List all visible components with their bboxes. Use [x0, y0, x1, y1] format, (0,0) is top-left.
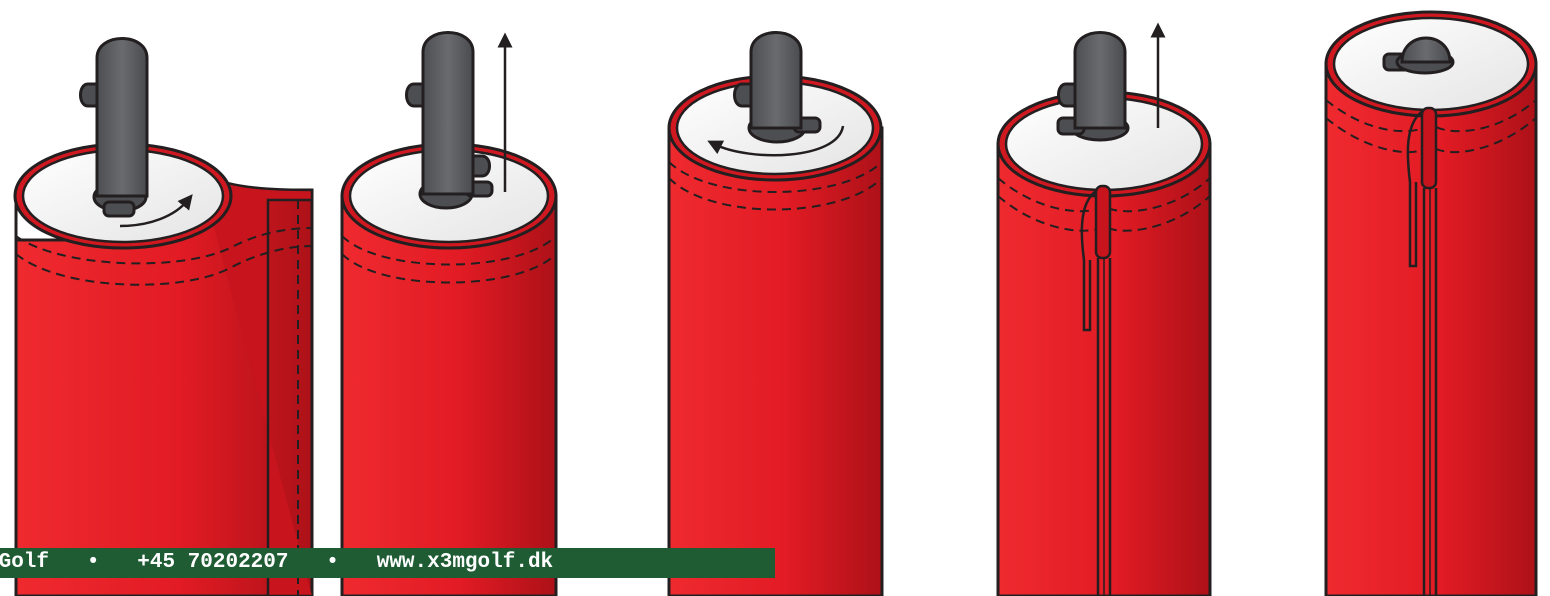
step-1-knob	[97, 39, 147, 197]
step-1-knob-tab	[104, 202, 134, 216]
step-3-roller	[669, 33, 882, 596]
step-2-sleeve	[342, 196, 556, 596]
step-3-knob-lug	[735, 84, 752, 106]
step-1-knob-lug	[81, 84, 98, 106]
step-5-seam-lock	[1422, 108, 1436, 188]
step-3-knob	[751, 33, 801, 129]
separator-1: •	[87, 551, 100, 574]
step-5-roller	[1326, 12, 1536, 596]
step-2-knob-lug	[407, 84, 424, 106]
step-2-roller	[342, 33, 556, 596]
step-1-roller	[15, 39, 312, 596]
contact-banner-text: eGolf • +45 70202207 • www.x3mgolf.dk	[0, 548, 553, 578]
step-4-roller	[998, 30, 1210, 596]
step-4-seam-lock	[1096, 186, 1110, 258]
separator-2: •	[326, 551, 339, 574]
step-2-knob	[423, 33, 473, 195]
website-link[interactable]: www.x3mgolf.dk	[377, 551, 553, 574]
phone-number: +45 70202207	[137, 551, 288, 574]
step-4-knob	[1075, 33, 1125, 129]
step-2-knob-lug-lower	[473, 156, 490, 176]
company-name: eGolf	[0, 551, 49, 574]
step-4-knob-lug	[1059, 84, 1076, 106]
contact-banner: eGolf • +45 70202207 • www.x3mgolf.dk	[0, 548, 775, 578]
